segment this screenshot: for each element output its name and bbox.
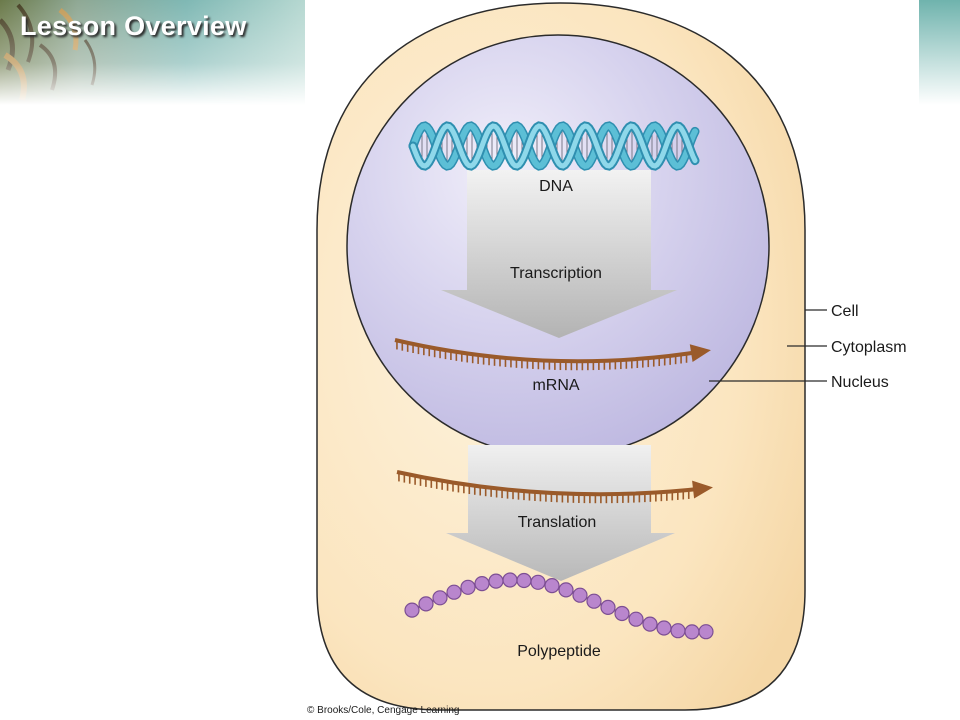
transcription-arrow: [441, 170, 677, 338]
dna-label: DNA: [539, 178, 573, 195]
amino-acid-bead: [600, 599, 616, 616]
amino-acid-bead: [656, 620, 672, 636]
polypeptide-chain: [404, 572, 714, 640]
title-banner: Lesson Overview: [0, 0, 960, 105]
amino-acid-bead: [698, 624, 714, 640]
banner-background: [0, 0, 960, 105]
cell-callout-label: Cell: [831, 303, 859, 320]
amino-acid-bead: [446, 584, 462, 600]
translation-label: Translation: [518, 514, 597, 531]
amino-acid-bead: [642, 616, 658, 632]
amino-acid-bead: [502, 572, 518, 588]
amino-acid-bead: [614, 605, 630, 622]
translation-arrow: [446, 445, 675, 581]
amino-acid-bead: [460, 579, 476, 595]
mrna-label: mRNA: [532, 377, 579, 394]
mrna-strand-cytoplasm: [396, 470, 713, 504]
amino-acid-bead: [586, 593, 602, 609]
nucleus-callout-label: Nucleus: [831, 374, 889, 391]
amino-acid-bead: [474, 575, 490, 592]
amino-acid-bead: [530, 574, 546, 590]
gene-expression-diagram: DNA Transcription mRNA Translation Polyp…: [307, 2, 907, 716]
transcription-label: Transcription: [510, 265, 602, 282]
amino-acid-bead: [418, 596, 434, 612]
amino-acid-bead: [670, 623, 686, 639]
amino-acid-bead: [628, 611, 644, 627]
amino-acid-bead: [558, 582, 574, 598]
amino-acid-bead: [488, 573, 504, 589]
amino-acid-bead: [684, 624, 700, 640]
amino-acid-bead: [404, 602, 420, 618]
amino-acid-bead: [432, 590, 448, 606]
mrna-strand-nucleus: [394, 338, 711, 371]
credit-line: © Brooks/Cole, Cengage Learning: [307, 705, 459, 716]
cytoplasm-callout-label: Cytoplasm: [831, 339, 907, 356]
amino-acid-bead: [516, 572, 532, 589]
mrna-arrowhead: [689, 344, 711, 363]
figure-panel: DNA Transcription mRNA Translation Polyp…: [305, 0, 919, 720]
polypeptide-label: Polypeptide: [517, 643, 601, 660]
mrna-arrowhead: [692, 480, 713, 499]
dna-helix: [408, 121, 700, 171]
amino-acid-bead: [544, 577, 560, 594]
amino-acid-bead: [572, 587, 588, 603]
slide-title: Lesson Overview: [20, 11, 247, 41]
dna-strand-front-highlight: [410, 123, 698, 169]
